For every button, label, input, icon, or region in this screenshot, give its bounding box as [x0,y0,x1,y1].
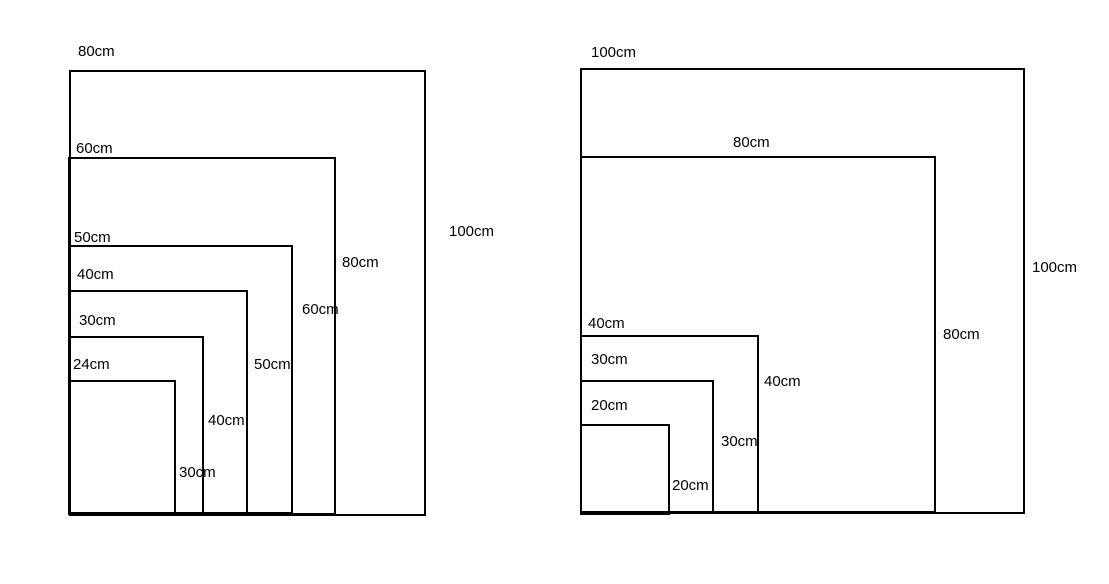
left-outer-width-label: 80cm [78,43,115,60]
right-rect-height-label: 40cm [764,373,801,390]
left-rect-24x30 [68,380,176,515]
left-outer-height-label: 100cm [449,223,494,240]
left-rect-height-label: 30cm [179,464,216,481]
right-rect-width-label: 20cm [591,397,628,414]
right-rect-height-label: 80cm [943,326,980,343]
left-rect-width-label: 24cm [73,356,110,373]
right-rect-width-label: 80cm [733,134,770,151]
right-outer-width-label: 100cm [591,44,636,61]
left-rect-width-label: 50cm [74,229,111,246]
right-rect-width-label: 40cm [588,315,625,332]
left-diagram: 80cm 100cm 60cm 80cm 50cm 60cm 40cm 50cm… [68,43,494,516]
right-rect-width-label: 30cm [591,351,628,368]
right-diagram: 100cm 100cm 80cm 80cm 40cm 40cm 30cm 30c… [580,44,1077,515]
left-rect-height-label: 40cm [208,412,245,429]
right-outer-rect [580,68,1025,514]
right-outer-height-label: 100cm [1032,259,1077,276]
left-rect-height-label: 60cm [302,301,339,318]
left-rect-width-label: 30cm [79,312,116,329]
left-rect-height-label: 80cm [342,254,379,271]
left-rect-height-label: 50cm [254,356,291,373]
right-rect-height-label: 20cm [672,477,709,494]
left-rect-width-label: 60cm [76,140,113,157]
left-rect-width-label: 40cm [77,266,114,283]
right-rect-height-label: 30cm [721,433,758,450]
right-rect-20x20 [580,424,670,515]
